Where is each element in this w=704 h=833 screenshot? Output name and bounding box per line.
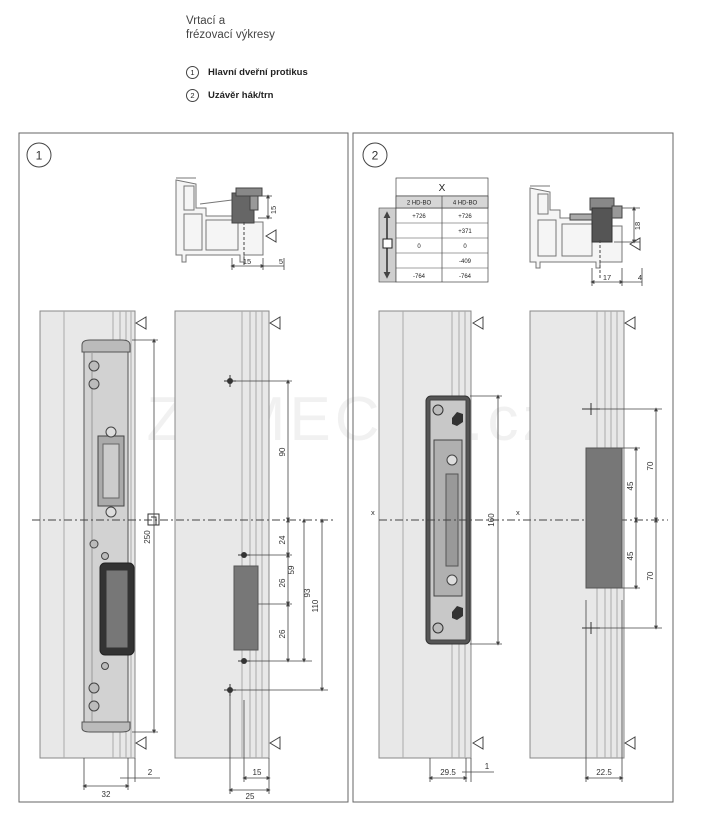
axis-mark: x — [516, 508, 520, 517]
dim-bottom-29-5: 29.5 — [440, 768, 456, 777]
dim-profile-width-2: 5 — [279, 257, 283, 266]
legend-item-1: 1 Hlavní dveřní protikus — [186, 66, 308, 79]
reference-triangle — [472, 316, 484, 330]
dim-90: 90 — [278, 447, 287, 456]
dim-93: 93 — [303, 588, 312, 597]
dim-70-upper: 70 — [646, 461, 655, 470]
panel-1-frame — [18, 132, 349, 803]
legend-number: 2 — [186, 89, 199, 102]
milling-features — [582, 403, 623, 634]
frame-strip-right — [174, 310, 270, 759]
panel-1: 1 15 15 5 — [18, 132, 349, 803]
reference-triangle — [135, 316, 147, 330]
dim-bottom-15: 15 — [253, 768, 262, 777]
strike-section — [231, 187, 263, 265]
legend-number: 1 — [186, 66, 199, 79]
hook-section — [569, 197, 623, 280]
panel-1-number: 1 — [36, 149, 43, 163]
table-col-header: 2 HD-BO — [407, 201, 432, 207]
dim-strike-length: 250 — [143, 530, 152, 544]
dim-profile-width-1: 17 — [603, 273, 611, 282]
panel-2-badge — [362, 142, 388, 168]
dim-bottom-1: 1 — [485, 762, 490, 771]
table-cell: +371 — [458, 229, 472, 235]
dim-24: 24 — [278, 535, 287, 544]
panel-1-badge — [26, 142, 52, 168]
dim-profile-height: 15 — [269, 206, 278, 214]
strike-plate — [81, 339, 135, 733]
reference-triangle — [472, 736, 484, 750]
dim-bottom-2: 2 — [148, 768, 153, 777]
dim-profile-width-2: 4 — [638, 273, 642, 282]
dim-45-upper: 45 — [626, 481, 635, 490]
reference-triangle — [624, 736, 636, 750]
table-cell: +726 — [412, 214, 426, 220]
reference-triangle — [265, 229, 277, 243]
dim-profile-width-1: 15 — [243, 257, 251, 266]
legend-label: Hlavní dveřní protikus — [208, 67, 308, 78]
reference-triangle — [135, 736, 147, 750]
table-cell: -764 — [459, 274, 472, 280]
dim-26-upper: 26 — [278, 578, 287, 587]
table-header: X — [439, 183, 446, 194]
dim-45-lower: 45 — [626, 551, 635, 560]
legend-label: Uzávěr hák/trn — [208, 90, 274, 101]
table-cell: +726 — [458, 214, 472, 220]
table-col-header: 4 HD-BO — [453, 201, 478, 207]
panel-2: 2 X 2 HD-BO 4 HD-BO +726 +726 +371 0 0 — [352, 132, 674, 803]
dim-profile-height: 18 — [633, 222, 642, 230]
table-cell: -764 — [413, 274, 426, 280]
dim-59: 59 — [287, 565, 296, 574]
panel-2-number: 2 — [372, 149, 379, 163]
table-cell: -409 — [459, 259, 472, 265]
axis-mark: x — [371, 508, 375, 517]
dim-bottom-32: 32 — [102, 790, 111, 799]
reference-triangle — [624, 316, 636, 330]
panel-2-frame — [352, 132, 674, 803]
reference-triangle — [269, 316, 281, 330]
milling-features — [224, 375, 259, 696]
dim-26-lower: 26 — [278, 629, 287, 638]
position-table — [378, 177, 489, 283]
dim-bottom-25: 25 — [246, 792, 255, 801]
table-cell: 0 — [463, 244, 467, 250]
legend-item-2: 2 Uzávěr hák/trn — [186, 89, 273, 102]
reference-triangle — [629, 237, 641, 251]
table-cell: 0 — [417, 244, 421, 250]
dim-70-lower: 70 — [646, 571, 655, 580]
dim-110: 110 — [311, 599, 320, 612]
dim-bottom-22-5: 22.5 — [596, 768, 612, 777]
page-title: Vrtací a frézovací výkresy — [186, 15, 275, 41]
reference-triangle — [269, 736, 281, 750]
